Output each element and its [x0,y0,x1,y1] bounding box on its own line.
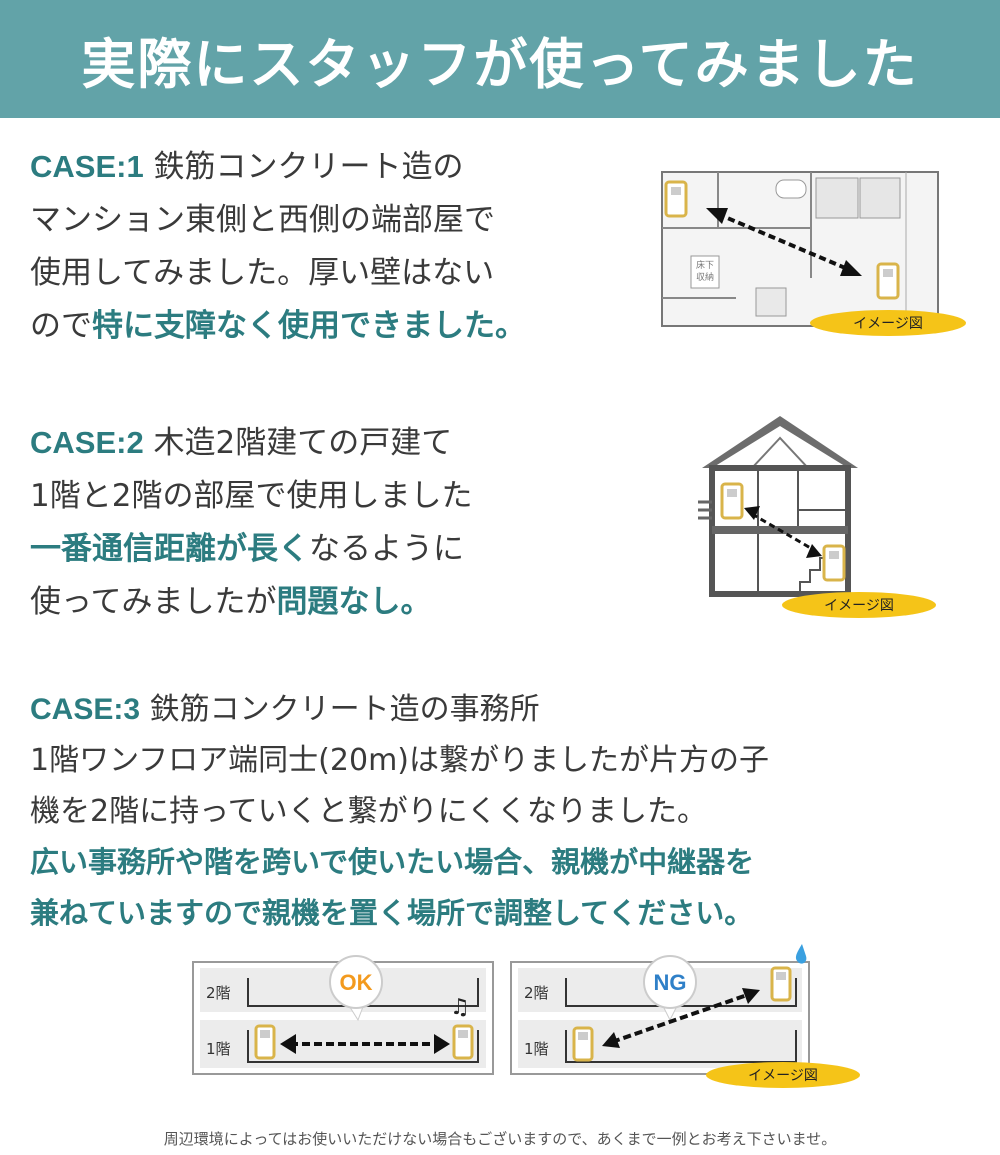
case-2-highlight-1: 一番通信距離が長く [30,531,309,567]
case-2-text: CASE:2 木造2階建ての戸建て 1階と2階の部屋で使用しました 一番通信距離… [30,416,472,629]
sweat-drop-icon [795,944,807,964]
ok-floor-2-label: 2階 [206,984,231,1002]
case-1-line-3: 使用してみました。厚い壁はない [30,255,495,291]
signal-arrow [706,208,862,276]
case-2-line-4-prefix: 使ってみましたが [30,584,277,620]
case-2-line-4: 使ってみましたが問題なし。 [30,576,472,629]
case-1-line-4: ので特に支障なく使用できました。 [30,300,526,353]
image-badge-1: イメージ図 [810,310,966,336]
signal-arrow-ng [602,988,760,1048]
device-icon-right [876,262,900,300]
case-1-line-1-text: 鉄筋コンクリート造の [143,149,464,185]
page-header: 実際にスタッフが使ってみました [0,0,1000,118]
ok-panel-figure: 2階 1階 OK ♫ [192,955,494,1075]
case-1-line-4-prefix: ので [30,308,92,344]
signal-arrow-ok [280,1034,450,1054]
case-2-label: CASE:2 [30,425,144,460]
device-icon-ng-upper [770,966,792,1002]
device-icon-ok-right [452,1024,474,1060]
device-icon-upper [720,482,744,520]
image-badge-2: イメージ図 [782,592,936,618]
device-icon-ng-lower [572,1026,594,1062]
case-1-line-2: マンション東側と西側の端部屋で [30,202,495,238]
image-badge-2-text: イメージ図 [824,598,894,614]
ng-badge-text: NG [654,970,687,995]
case-3-highlight-2: 兼ねていますので親機を置く場所で調整してください。 [30,896,754,930]
case-1-highlight: 特に支障なく使用できました。 [92,308,526,344]
signal-arrow [744,506,822,558]
case-3-line-2: 1階ワンフロア端同士(20m)は繋がりましたが片方の子 [30,743,769,778]
case-1-label: CASE:1 [30,149,144,184]
case-3-line-1: CASE:3 鉄筋コンクリート造の事務所 [30,684,769,735]
house-cross-section-figure [698,416,858,597]
image-badge-3-text: イメージ図 [748,1068,818,1084]
case-1-line-1: CASE:1 鉄筋コンクリート造の [30,140,526,194]
case-3-text: CASE:3 鉄筋コンクリート造の事務所 1階ワンフロア端同士(20m)は繋がり… [30,684,769,939]
case-3-highlight-1: 広い事務所や階を跨いで使いたい場合、親機が中継器を [30,845,755,879]
ng-badge: NG [643,955,697,1022]
svg-text:♫: ♫ [450,995,470,1020]
case-2-line-3: 一番通信距離が長くなるように [30,523,472,576]
footnote: 周辺環境によってはお使いいただけない場合もございますので、あくまで一例とお考え下… [163,1130,837,1148]
case-2-line-1-text: 木造2階建ての戸建て [143,425,453,461]
page-title: 実際にスタッフが使ってみました [81,32,919,96]
apartment-floorplan-figure: 床下 収納 [661,171,939,327]
storage-label-1: 床下 [696,259,714,271]
case-2-line-2: 1階と2階の部屋で使用しました [30,478,473,514]
case-3-line-1-text: 鉄筋コンクリート造の事務所 [140,692,540,727]
ok-floor-1-label: 1階 [206,1040,231,1058]
case-2-line-1: CASE:2 木造2階建ての戸建て [30,416,472,470]
ng-panel-figure: 2階 1階 NG [510,944,810,1075]
device-icon-lower [822,544,846,582]
house-roof [702,416,858,468]
case-2-line-3-text: なるように [309,531,464,567]
case-3-label: CASE:3 [30,693,141,726]
device-icon-left [664,180,688,218]
ng-floor-2-label: 2階 [524,984,549,1002]
image-badge-1-text: イメージ図 [853,316,923,332]
device-icon-ok-left [254,1024,276,1060]
ok-badge-text: OK [340,970,373,995]
music-notes-icon: ♫ [450,995,470,1020]
image-badge-3: イメージ図 [706,1062,860,1088]
case-1-text: CASE:1 鉄筋コンクリート造の マンション東側と西側の端部屋で 使用してみま… [30,140,526,353]
case-2-highlight-2: 問題なし。 [276,584,432,620]
ng-floor-1-label: 1階 [524,1040,549,1058]
storage-label-2: 収納 [696,271,714,283]
case-3-line-3: 機を2階に持っていくと繋がりにくくなりました。 [30,794,707,829]
ok-badge: OK [329,955,383,1022]
